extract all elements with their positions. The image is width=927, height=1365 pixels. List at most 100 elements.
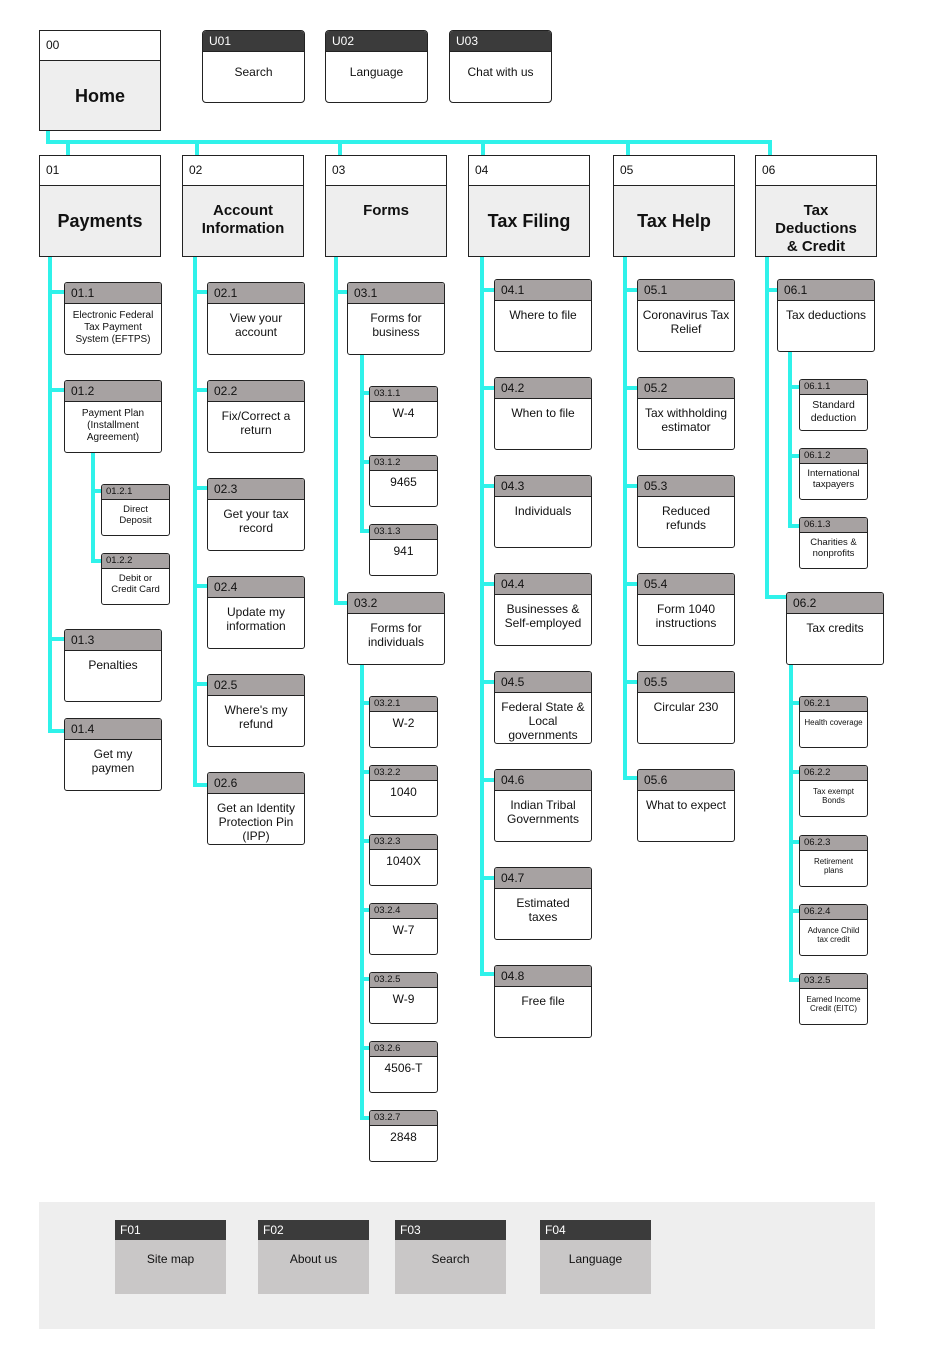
- page-node[interactable]: 02.5 Where's my refund: [207, 674, 305, 747]
- page-node[interactable]: 01.2 Payment Plan (Installment Agreement…: [64, 380, 162, 453]
- node-label: Individuals: [514, 504, 572, 518]
- page-node[interactable]: 06.1 Tax deductions: [777, 279, 875, 352]
- node-code: 02.2: [208, 381, 304, 402]
- page-node[interactable]: 06.2 Tax credits: [786, 592, 884, 665]
- page-node[interactable]: 04.8 Free file: [494, 965, 592, 1038]
- page-node[interactable]: 02.1 View your account: [207, 282, 305, 355]
- subpage-node[interactable]: 03.2.1 W-2: [369, 696, 438, 748]
- node-label: When to file: [511, 406, 575, 420]
- subpage-node[interactable]: 01.2.1 Direct Deposit: [101, 484, 170, 536]
- subpage-node[interactable]: 03.1.3 941: [369, 524, 438, 576]
- page-node[interactable]: 01.1 Electronic Federal Tax Payment Syst…: [64, 282, 162, 355]
- node-code: 03.2: [348, 593, 444, 614]
- subpage-node[interactable]: 06.2.3 Retirement plans: [799, 835, 868, 887]
- node-label: Fix/Correct a return: [221, 409, 291, 437]
- utility-node[interactable]: U03 Chat with us: [449, 30, 552, 103]
- node-code: 02.5: [208, 675, 304, 696]
- section-node[interactable]: 03 Forms: [325, 155, 447, 257]
- node-code: 05: [614, 156, 734, 186]
- node-code: 04.6: [495, 770, 591, 791]
- page-node[interactable]: 04.3 Individuals: [494, 475, 592, 548]
- node-code: 06.2: [787, 593, 883, 614]
- subpage-node[interactable]: 03.2.7 2848: [369, 1110, 438, 1162]
- node-label: International taxpayers: [807, 468, 860, 490]
- page-node[interactable]: 01.4 Get my paymen: [64, 718, 162, 791]
- page-node[interactable]: 05.2 Tax withholding estimator: [637, 377, 735, 450]
- node-code: 00: [40, 31, 160, 61]
- subpage-node[interactable]: 06.1.3 Charities & nonprofits: [799, 517, 868, 569]
- node-label: Get an Identity Protection Pin (IPP): [216, 801, 296, 843]
- subpage-node[interactable]: 03.1.2 9465: [369, 455, 438, 507]
- page-node[interactable]: 05.5 Circular 230: [637, 671, 735, 744]
- page-node[interactable]: 01.3 Penalties: [64, 629, 162, 702]
- subpage-node[interactable]: 01.2.2 Debit or Credit Card: [101, 553, 170, 605]
- node-label: Retirement plans: [813, 857, 854, 875]
- page-node[interactable]: 03.1 Forms for business: [347, 282, 445, 355]
- node-code: 02.6: [208, 773, 304, 794]
- section-node[interactable]: 04 Tax Filing: [468, 155, 590, 257]
- node-label: Where's my refund: [224, 703, 288, 731]
- footer-node[interactable]: F04 Language: [540, 1220, 651, 1294]
- subpage-node[interactable]: 03.2.5 W-9: [369, 972, 438, 1024]
- node-code: 01: [40, 156, 160, 186]
- section-node[interactable]: 02 Account Information: [182, 155, 304, 257]
- page-node[interactable]: 05.1 Coronavirus Tax Relief: [637, 279, 735, 352]
- node-code: 05.1: [638, 280, 734, 301]
- subpage-node[interactable]: 03.2.6 4506-T: [369, 1041, 438, 1093]
- page-node[interactable]: 02.6 Get an Identity Protection Pin (IPP…: [207, 772, 305, 845]
- node-code: 06.2.4: [800, 905, 867, 920]
- footer-node[interactable]: F03 Search: [395, 1220, 506, 1294]
- page-node[interactable]: 04.6 Indian Tribal Governments: [494, 769, 592, 842]
- page-node[interactable]: 03.2 Forms for individuals: [347, 592, 445, 665]
- node-label: Forms: [363, 202, 409, 219]
- page-node[interactable]: 04.7 Estimated taxes: [494, 867, 592, 940]
- subpage-node[interactable]: 03.2.2 1040: [369, 765, 438, 817]
- subpage-node[interactable]: 06.1.2 International taxpayers: [799, 448, 868, 500]
- node-label: Home: [74, 85, 125, 106]
- node-code: 06.2.3: [800, 836, 867, 851]
- page-node[interactable]: 04.1 Where to file: [494, 279, 592, 352]
- node-label: Charities & nonprofits: [810, 537, 857, 559]
- subpage-node[interactable]: 06.2.4 Advance Child tax credit: [799, 904, 868, 956]
- utility-node[interactable]: U01 Search: [202, 30, 305, 103]
- node-code: U01: [203, 31, 304, 52]
- subpage-node[interactable]: 06.2.1 Health coverage: [799, 696, 868, 748]
- node-code: F03: [395, 1220, 506, 1240]
- node-label: W-4: [392, 406, 415, 420]
- subpage-node[interactable]: 03.2.5 Earned Income Credit (EITC): [799, 973, 868, 1025]
- page-node[interactable]: 02.3 Get your tax record: [207, 478, 305, 551]
- home-node[interactable]: 00 Home: [39, 30, 161, 131]
- page-node[interactable]: 05.3 Reduced refunds: [637, 475, 735, 548]
- page-node[interactable]: 02.2 Fix/Correct a return: [207, 380, 305, 453]
- section-node[interactable]: 01 Payments: [39, 155, 161, 257]
- page-node[interactable]: 05.6 What to expect: [637, 769, 735, 842]
- node-label: Electronic Federal Tax Payment System (E…: [72, 310, 154, 345]
- node-label: Coronavirus Tax Relief: [642, 308, 730, 336]
- page-node[interactable]: 05.4 Form 1040 instructions: [637, 573, 735, 646]
- page-node[interactable]: 04.4 Businesses & Self-employed: [494, 573, 592, 646]
- utility-node[interactable]: U02 Language: [325, 30, 428, 103]
- node-label: W-2: [392, 716, 415, 730]
- page-node[interactable]: 04.2 When to file: [494, 377, 592, 450]
- node-code: 03.2.7: [370, 1111, 437, 1126]
- subpage-node[interactable]: 06.2.2 Tax exempt Bonds: [799, 765, 868, 817]
- subpage-node[interactable]: 03.2.3 1040X: [369, 834, 438, 886]
- section-node[interactable]: 06 Tax Deductions & Credit: [755, 155, 877, 257]
- page-node[interactable]: 04.5 Federal State & Local governments: [494, 671, 592, 744]
- subpage-node[interactable]: 03.2.4 W-7: [369, 903, 438, 955]
- section-node[interactable]: 05 Tax Help: [613, 155, 735, 257]
- node-code: 01.2: [65, 381, 161, 402]
- subpage-node[interactable]: 06.1.1 Standard deduction: [799, 379, 868, 431]
- node-code: 04.7: [495, 868, 591, 889]
- node-label: Search: [431, 1252, 470, 1266]
- node-label: View your account: [229, 311, 283, 339]
- node-label: Earned Income Credit (EITC): [806, 995, 861, 1013]
- page-node[interactable]: 02.4 Update my information: [207, 576, 305, 649]
- subpage-node[interactable]: 03.1.1 W-4: [369, 386, 438, 438]
- footer-node[interactable]: F02 About us: [258, 1220, 369, 1294]
- node-label: 2848: [390, 1130, 417, 1144]
- node-code: 03.2.4: [370, 904, 437, 919]
- node-code: F01: [115, 1220, 226, 1240]
- footer-node[interactable]: F01 Site map: [115, 1220, 226, 1294]
- node-code: 01.2.2: [102, 554, 169, 569]
